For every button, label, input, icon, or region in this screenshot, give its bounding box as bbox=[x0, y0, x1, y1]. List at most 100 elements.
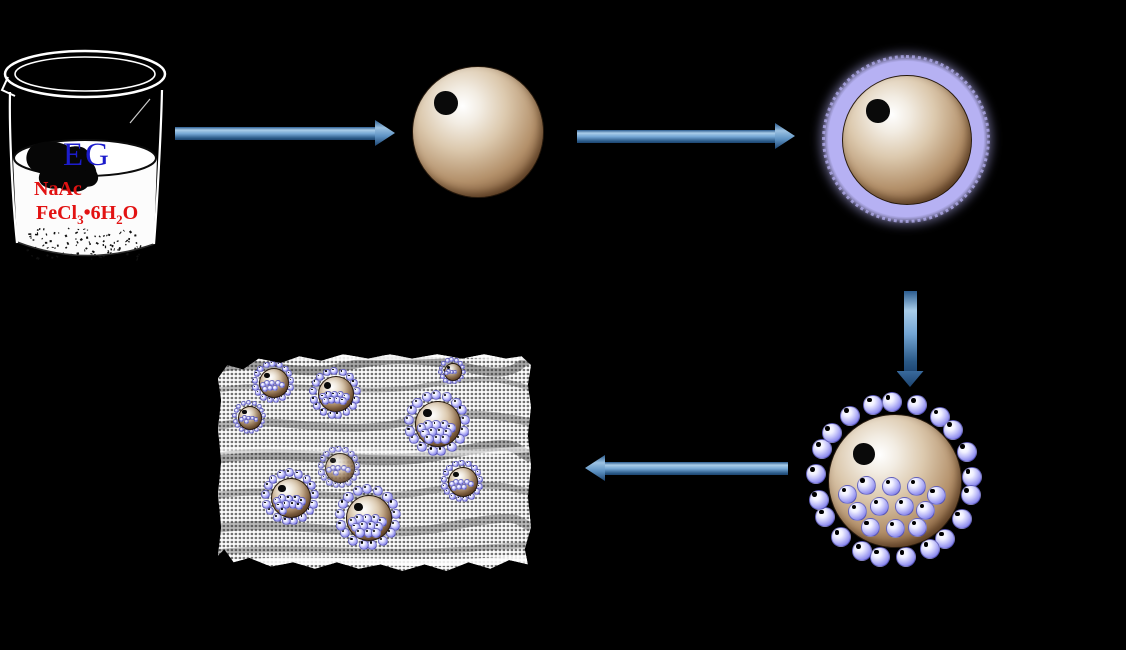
beaker-wall-right bbox=[152, 89, 164, 245]
nanoparticle-bead bbox=[405, 426, 416, 437]
nanoparticle-bead bbox=[840, 405, 861, 426]
nanoparticle-bead bbox=[403, 415, 415, 426]
precipitate-blob-2 bbox=[71, 169, 99, 187]
bead-specular-dot bbox=[320, 470, 322, 472]
nanoparticle-bead bbox=[444, 370, 449, 375]
bead-specular-dot bbox=[467, 462, 469, 464]
bead-specular-dot bbox=[274, 498, 277, 501]
bead-specular-dot bbox=[365, 530, 368, 533]
bead-specular-dot bbox=[475, 489, 477, 491]
nanoparticle-bead bbox=[261, 490, 271, 500]
nanoparticle-bead bbox=[885, 519, 905, 539]
nanoparticle-bead bbox=[317, 462, 325, 469]
bead-specular-dot bbox=[336, 412, 338, 414]
bead-specular-dot bbox=[360, 522, 363, 525]
nanoparticle-bead bbox=[387, 498, 398, 509]
nanoparticle-bead bbox=[451, 484, 458, 491]
bead-specular-dot bbox=[910, 398, 916, 403]
nanoparticle-bead bbox=[238, 417, 244, 422]
bead-specular-dot bbox=[810, 466, 815, 472]
nanoparticle-bead bbox=[960, 485, 981, 506]
nanoparticle-bead bbox=[427, 445, 438, 456]
bead-specular-dot bbox=[406, 417, 409, 420]
nanoparticle-bead bbox=[812, 439, 833, 460]
bead-specular-dot bbox=[323, 398, 326, 401]
bead-specular-dot bbox=[414, 399, 417, 402]
bead-specular-dot bbox=[352, 475, 354, 477]
nanoparticle-bead bbox=[246, 399, 252, 405]
nanoparticle-bead bbox=[412, 397, 423, 408]
bead-specular-dot bbox=[426, 435, 429, 438]
bead-specular-dot bbox=[325, 370, 327, 372]
bead-specular-dot bbox=[329, 412, 332, 414]
bead-specular-dot bbox=[923, 542, 929, 547]
nanoparticle-bead bbox=[252, 384, 259, 391]
nanoparticle-bead bbox=[454, 358, 459, 363]
nanoparticle-bead bbox=[456, 404, 467, 415]
bead-specular-dot bbox=[283, 502, 286, 504]
nanoparticle-bead bbox=[279, 506, 288, 515]
bead-specular-dot bbox=[296, 471, 299, 474]
bead-specular-dot bbox=[364, 516, 367, 519]
formula-subscript: 3 bbox=[77, 212, 84, 227]
bead-specular-dot bbox=[310, 501, 313, 504]
nanoparticle-bead bbox=[269, 360, 276, 367]
nanoparticle-bead bbox=[319, 407, 328, 416]
nanoparticle-bead bbox=[256, 404, 262, 410]
bead-specular-dot bbox=[433, 391, 436, 394]
bead-specular-dot bbox=[457, 435, 460, 439]
bead-specular-dot bbox=[393, 511, 396, 514]
bead-specular-dot bbox=[348, 374, 350, 377]
bead-specular-dot bbox=[344, 409, 347, 411]
bead-specular-dot bbox=[409, 406, 412, 409]
solvent-label: EG bbox=[63, 137, 111, 173]
bead-specular-dot bbox=[283, 518, 286, 521]
nanoparticle-bead bbox=[318, 469, 325, 476]
bead-specular-dot bbox=[873, 549, 879, 555]
nanoparticle-bead bbox=[467, 481, 474, 488]
nanoparticle-bead bbox=[338, 498, 349, 509]
nanoparticle-bead bbox=[452, 369, 457, 374]
nanoparticle-bead bbox=[309, 490, 319, 500]
nanoparticle-bead bbox=[443, 378, 448, 383]
nanoparticle-bead bbox=[815, 506, 836, 527]
nanoparticle-bead bbox=[943, 419, 964, 440]
bead-specular-dot bbox=[326, 392, 328, 394]
nanoparticle-bead bbox=[371, 528, 381, 538]
bead-specular-dot bbox=[364, 485, 367, 488]
nanoparticle-bead bbox=[438, 369, 444, 375]
nanoparticle-bead bbox=[352, 387, 361, 395]
bead-specular-dot bbox=[425, 421, 428, 424]
bead-specular-dot bbox=[947, 422, 953, 428]
nanoparticle-bead bbox=[241, 400, 247, 406]
nanoparticle-bead bbox=[244, 418, 249, 424]
bead-specular-dot bbox=[418, 424, 421, 427]
bead-specular-dot bbox=[300, 515, 303, 517]
nanoparticle-bead bbox=[278, 382, 285, 389]
nanoparticle-bead bbox=[339, 368, 347, 377]
bead-specular-dot bbox=[332, 368, 334, 371]
arrow-head bbox=[585, 455, 605, 481]
bead-specular-dot bbox=[441, 422, 444, 425]
nanoparticle-bead bbox=[310, 395, 319, 404]
bead-specular-dot bbox=[324, 452, 326, 454]
nanoparticle-bead bbox=[881, 392, 902, 413]
nanoparticle-bead bbox=[294, 469, 304, 479]
nanoparticle-bead bbox=[446, 464, 453, 472]
surface-pore-dot bbox=[853, 443, 875, 465]
nanoparticle-bead bbox=[272, 384, 279, 391]
nanoparticle-bead bbox=[326, 467, 333, 474]
bead-specular-dot bbox=[419, 443, 422, 446]
bead-specular-dot bbox=[304, 476, 307, 479]
bead-specular-dot bbox=[819, 509, 824, 515]
bead-specular-dot bbox=[284, 367, 286, 369]
bead-specular-dot bbox=[264, 363, 267, 365]
bead-specular-dot bbox=[459, 461, 462, 463]
nanoparticle-bead bbox=[260, 394, 267, 401]
bead-specular-dot bbox=[447, 466, 449, 468]
nanoparticle-bead bbox=[282, 365, 289, 373]
bead-specular-dot bbox=[355, 487, 358, 490]
bead-specular-dot bbox=[444, 430, 447, 433]
nanoparticle-bead bbox=[294, 501, 304, 510]
bead-specular-dot bbox=[261, 395, 264, 397]
